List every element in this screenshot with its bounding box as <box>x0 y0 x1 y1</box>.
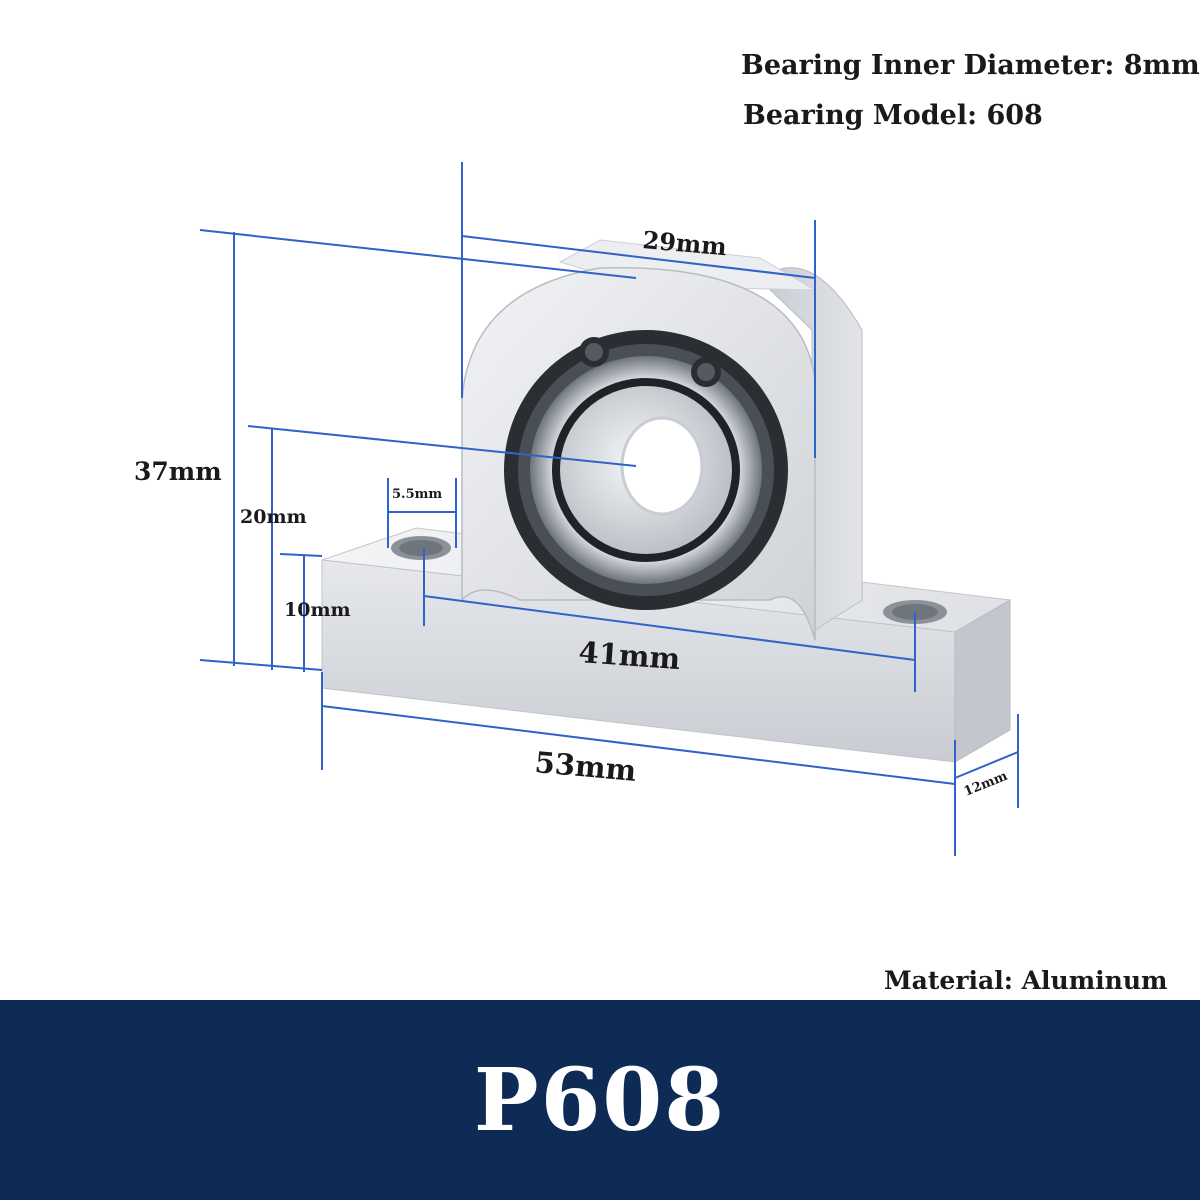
pillow-block-diagram: 29mm 37mm 20mm 10mm 5.5mm 41mm 53mm 12mm <box>134 162 1019 856</box>
dim-base-height-label: 10mm <box>284 599 351 621</box>
dim-total-height-label: 37mm <box>134 457 222 486</box>
bearing-inner-diameter-label: Bearing Inner Diameter: 8mm <box>741 50 1200 81</box>
bore-hole <box>620 416 704 516</box>
material-label: Material: Aluminum <box>884 966 1168 995</box>
dim-depth-label: 12mm <box>962 769 1010 800</box>
dim-center-height-label: 20mm <box>240 506 307 528</box>
dim-hole-spacing-label: 41mm <box>578 635 682 676</box>
product-title: P608 <box>473 1049 727 1151</box>
bearing <box>504 330 788 610</box>
dimension-lines <box>199 162 1019 856</box>
dim-hole-diameter-label: 5.5mm <box>392 487 442 502</box>
dim-base-length-label: 53mm <box>533 745 638 788</box>
product-banner: P608 <box>0 1000 1200 1200</box>
bearing-model-label: Bearing Model: 608 <box>743 100 1043 131</box>
